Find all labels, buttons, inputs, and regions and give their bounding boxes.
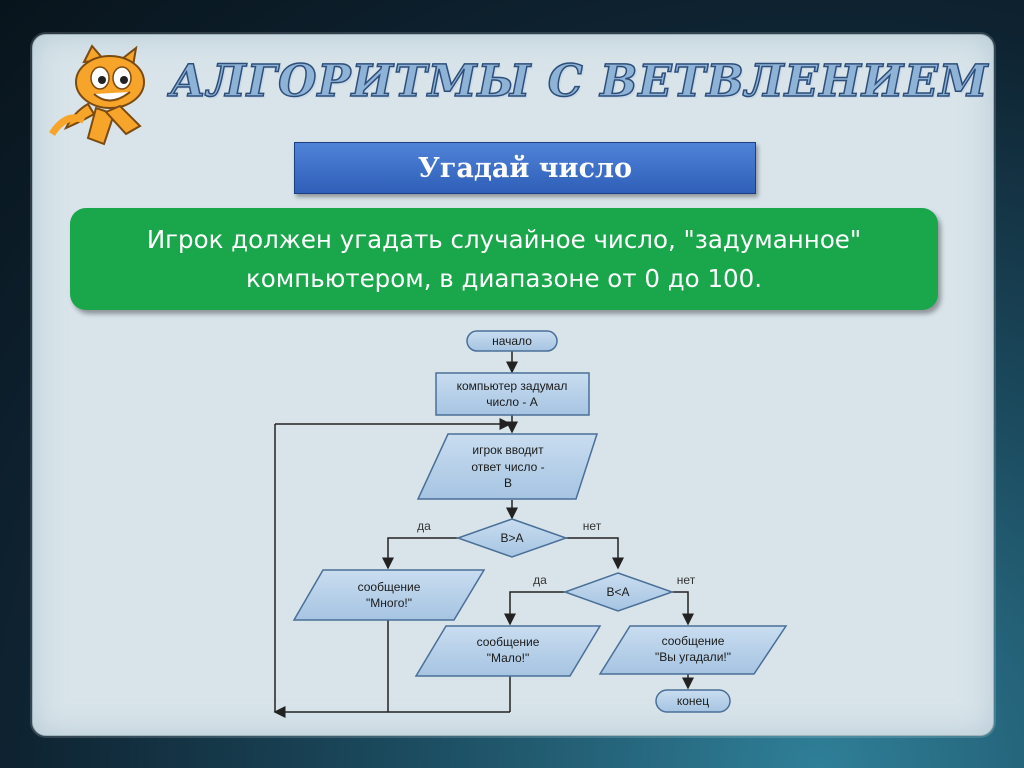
input-line-3: В — [504, 476, 512, 490]
process-computer-line-1: компьютер задумал — [457, 379, 568, 393]
process-computer-line-2: число - А — [486, 395, 537, 409]
decision-less-label: В<А — [606, 585, 629, 599]
end-label: конец — [677, 694, 709, 708]
output-many-line-1: сообщение — [358, 580, 421, 594]
output-win-line-2: "Вы угадали!" — [655, 650, 731, 664]
yes-label-1: да — [417, 519, 431, 533]
output-few-line-1: сообщение — [477, 635, 540, 649]
yes-label-2: да — [533, 573, 547, 587]
output-many-line-2: "Много!" — [366, 596, 412, 610]
input-player: игрок вводит ответ число - В — [418, 434, 597, 499]
output-win: сообщение "Вы угадали!" — [600, 626, 786, 674]
end-node: конец — [656, 690, 730, 712]
input-line-1: игрок вводит — [472, 443, 544, 457]
no-label-2: нет — [677, 573, 696, 587]
decision-greater: В>А — [458, 519, 566, 557]
no-label-1: нет — [583, 519, 602, 533]
input-line-2: ответ число - — [471, 460, 544, 474]
start-node: начало — [467, 331, 557, 351]
decision-greater-label: В>А — [500, 531, 523, 545]
process-computer: компьютер задумал число - А — [436, 373, 589, 415]
output-few-line-2: "Мало!" — [487, 651, 529, 665]
decision-less: В<А — [565, 573, 672, 611]
output-win-line-1: сообщение — [662, 634, 725, 648]
output-many: сообщение "Много!" — [294, 570, 484, 620]
start-label: начало — [492, 334, 532, 348]
output-few: сообщение "Мало!" — [416, 626, 600, 676]
